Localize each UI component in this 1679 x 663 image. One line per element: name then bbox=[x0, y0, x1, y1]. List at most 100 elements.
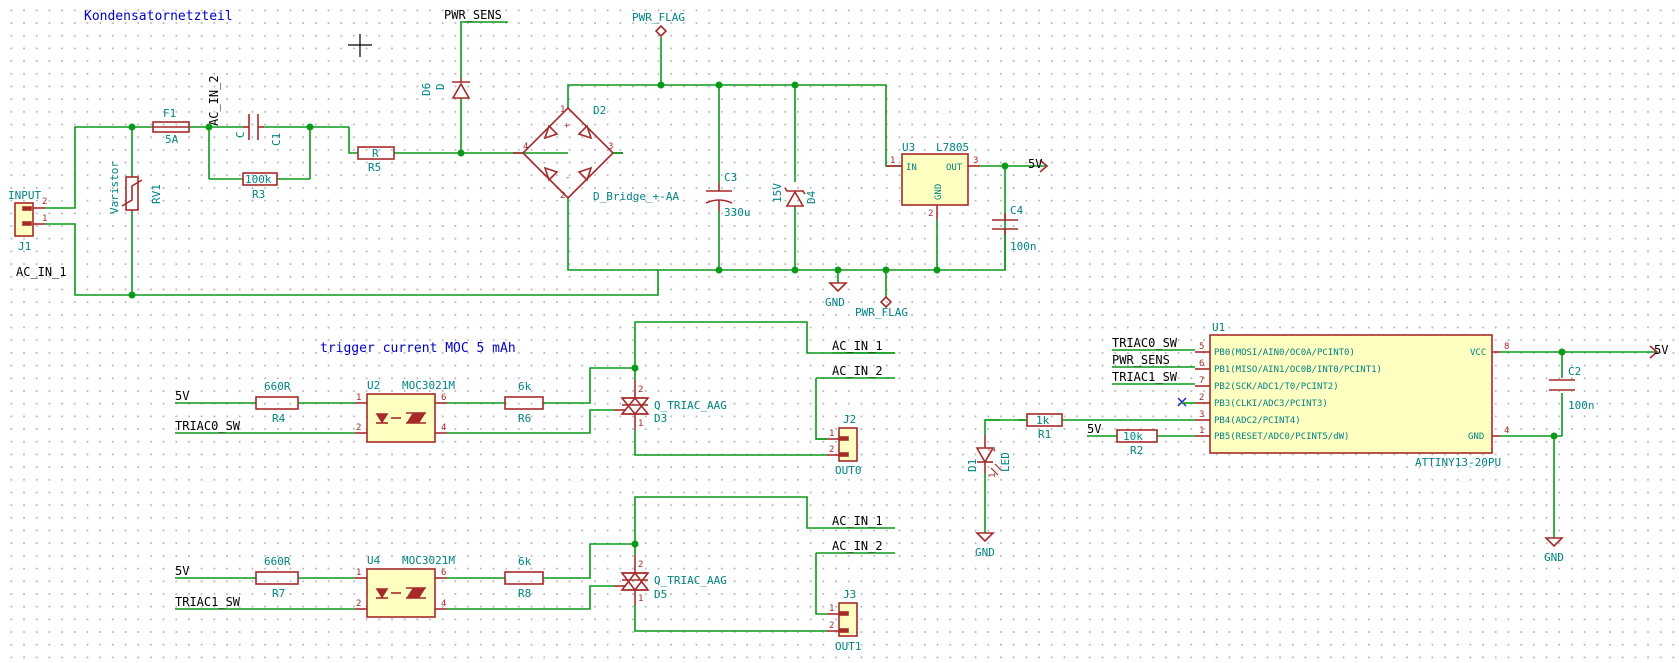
u2-pin1: 1 bbox=[356, 393, 361, 403]
pwr-sens-top-label: PWR_SENS bbox=[444, 8, 502, 22]
d5-pin1: 1 bbox=[638, 594, 643, 604]
r3-value: 100k bbox=[245, 173, 272, 186]
d6-value: D bbox=[434, 83, 447, 90]
c3-value: 330u bbox=[724, 206, 751, 219]
triac-d5[interactable]: 2 1 Q_TRIAC_AAG D5 bbox=[614, 555, 727, 605]
mcu-vcc-junction bbox=[1558, 348, 1566, 356]
rv1-ref: RV1 bbox=[150, 184, 163, 204]
u4-pin6: 6 bbox=[441, 568, 446, 578]
mcu-u1[interactable]: U1 ATTINY13-20PU PB0(MOSI/AIN0/OC0A/PCIN… bbox=[1195, 321, 1509, 469]
optocoupler-u4[interactable]: U4 MOC3021M 1 2 6 4 bbox=[355, 554, 455, 618]
r8-ref: R8 bbox=[518, 587, 531, 600]
capacitor-c2[interactable]: C2 100n bbox=[1549, 365, 1595, 412]
u1-ref: U1 bbox=[1212, 321, 1225, 334]
rv1-value: Varistor bbox=[108, 161, 121, 214]
supply-junctions bbox=[128, 81, 1009, 299]
trigger-note: trigger current MOC 5 mAh bbox=[320, 341, 516, 356]
c4-value: 100n bbox=[1010, 240, 1037, 253]
gnd-mcu[interactable]: GND bbox=[1544, 537, 1564, 564]
led-d1[interactable]: D1 LED 2 1 bbox=[966, 435, 1012, 478]
resistor-r8[interactable]: 6k R8 bbox=[504, 555, 544, 600]
regulator-u3[interactable]: IN OUT GND 1 3 2 U3 L7805 bbox=[886, 141, 980, 219]
d5-value: Q_TRIAC_AAG bbox=[654, 574, 727, 587]
net-triac1-u4: TRIAC1_SW bbox=[175, 595, 241, 609]
d1-pin2: 2 bbox=[988, 447, 998, 452]
resistor-r7[interactable]: 660R R7 bbox=[255, 555, 299, 600]
triac0-junction bbox=[631, 364, 639, 372]
u1-gnd: GND bbox=[1468, 432, 1484, 442]
u2-pin4: 4 bbox=[441, 423, 446, 433]
r2-value: 10k bbox=[1123, 430, 1143, 443]
r8-value: 6k bbox=[518, 555, 532, 568]
r4-ref: R4 bbox=[272, 412, 286, 425]
u4-pin2: 2 bbox=[356, 599, 361, 609]
connector-j1[interactable]: INPUT J1 2 1 bbox=[8, 189, 47, 253]
net-triac0-u2: TRIAC0_SW bbox=[175, 419, 241, 433]
j3-pin1: 1 bbox=[829, 604, 834, 614]
j1-pin2: 2 bbox=[42, 197, 47, 207]
fuse-f1[interactable]: F1 5A bbox=[152, 107, 190, 146]
d5-ref: D5 bbox=[654, 588, 667, 601]
optocoupler-u2[interactable]: U2 MOC3021M 1 2 6 4 bbox=[355, 379, 455, 443]
net-ac-in-1-j3: AC_IN_1 bbox=[832, 514, 883, 528]
pwr-flag-bottom[interactable]: PWR_FLAG bbox=[855, 295, 908, 319]
triac-d3[interactable]: 2 1 Q_TRIAC_AAG D3 bbox=[614, 380, 727, 430]
u1-vcc-pin: 8 bbox=[1504, 342, 1509, 352]
supply-title-note: Kondensatornetzteil bbox=[84, 9, 233, 24]
u1-pin-num-3: 2 bbox=[1199, 393, 1204, 403]
connector-j3[interactable]: J3 OUT1 1 2 bbox=[827, 588, 862, 653]
u2-ref: U2 bbox=[367, 379, 380, 392]
pwr-flag-top-label: PWR_FLAG bbox=[632, 11, 685, 24]
net-5v-u2: 5V bbox=[175, 389, 189, 403]
diode-d6[interactable]: D6 D bbox=[420, 78, 471, 99]
resistor-r4[interactable]: 660R R4 bbox=[255, 380, 299, 425]
capacitor-c4[interactable]: C4 100n bbox=[992, 204, 1037, 253]
d2-pin2: 2 bbox=[560, 191, 565, 201]
j1-ref: J1 bbox=[18, 240, 31, 253]
connector-j2[interactable]: J2 OUT0 1 2 bbox=[816, 413, 862, 477]
net-pwr-sens-u1: PWR_SENS bbox=[1112, 353, 1170, 367]
d3-pin2: 2 bbox=[638, 385, 643, 395]
varistor-rv1[interactable]: Varistor RV1 bbox=[108, 161, 163, 214]
d1-ref: D1 bbox=[966, 459, 979, 472]
f1-value: 5A bbox=[165, 133, 179, 146]
resistor-r3[interactable]: 100k R3 bbox=[242, 172, 278, 201]
u1-pin-name-4: PB4(ADC2/PCINT4) bbox=[1214, 416, 1301, 426]
u3-out: OUT bbox=[946, 163, 963, 173]
j2-ref: J2 bbox=[843, 413, 856, 426]
gnd-reg-label: GND bbox=[825, 296, 845, 309]
u2-pin2: 2 bbox=[356, 423, 361, 433]
u4-value: MOC3021M bbox=[402, 554, 455, 567]
d2-minus: - bbox=[565, 173, 570, 183]
resistor-r1[interactable]: 1k R1 bbox=[985, 413, 1063, 441]
net-triac0-u1: TRIAC0_SW bbox=[1112, 336, 1178, 350]
gnd-mcu-label: GND bbox=[1544, 551, 1564, 564]
gnd-led[interactable]: GND bbox=[975, 532, 995, 559]
c1-ref: C1 bbox=[270, 133, 283, 146]
supply-wires bbox=[45, 21, 1047, 297]
zener-d4[interactable]: 15V D4 bbox=[771, 183, 818, 207]
j3-ref: J3 bbox=[843, 588, 856, 601]
d3-value: Q_TRIAC_AAG bbox=[654, 399, 727, 412]
net-5v-u4: 5V bbox=[175, 564, 189, 578]
pwr-flag-top[interactable]: PWR_FLAG bbox=[632, 11, 685, 38]
power-5v-reg[interactable]: 5V bbox=[1028, 157, 1049, 173]
mcu-wires bbox=[984, 349, 1657, 538]
net-triac1-u1: TRIAC1_SW bbox=[1112, 370, 1178, 384]
resistor-r5[interactable]: R R5 bbox=[357, 146, 395, 174]
power-5v-mcu[interactable]: 5V bbox=[1649, 343, 1668, 359]
d5-pin2: 2 bbox=[638, 560, 643, 570]
resistor-r6[interactable]: 6k R6 bbox=[504, 380, 544, 425]
r2-ref: R2 bbox=[1130, 444, 1143, 457]
capacitor-c1[interactable]: C C1 bbox=[234, 114, 283, 146]
capacitor-c3[interactable]: C3 330u bbox=[705, 171, 751, 219]
c2-value: 100n bbox=[1568, 399, 1595, 412]
resistor-r2[interactable]: 10k R2 bbox=[1116, 429, 1158, 457]
gnd-reg[interactable]: GND bbox=[825, 282, 848, 309]
d1-pin1: 1 bbox=[988, 473, 998, 478]
u1-pin-name-1: PB1(MISO/AIN1/OC0B/INT0/PCINT1) bbox=[1214, 365, 1382, 375]
u3-value: L7805 bbox=[936, 141, 969, 154]
r3-ref: R3 bbox=[252, 188, 265, 201]
bridge-rectifier-d2[interactable]: + - 1 2 3 4 D2 D_Bridge_+-AA bbox=[513, 104, 679, 203]
